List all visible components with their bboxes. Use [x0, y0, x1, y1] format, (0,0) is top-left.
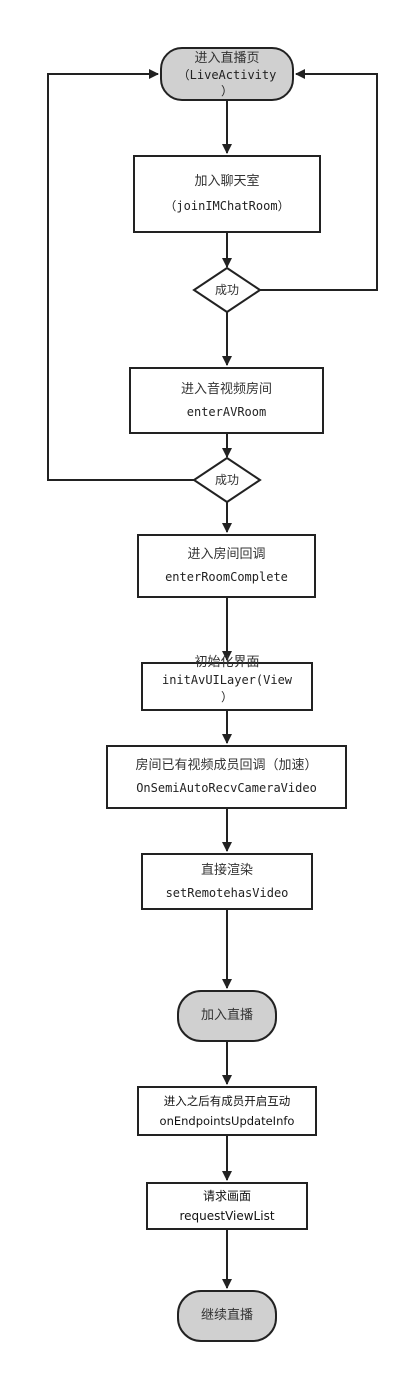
start-code: （LiveActivity — [177, 67, 277, 82]
render-title: 直接渲染 — [200, 862, 253, 878]
decision1-label: 成功 — [214, 283, 239, 297]
init-ui-code-close: ） — [220, 689, 233, 704]
continue-live-title: 继续直播 — [200, 1308, 253, 1323]
join-live-title: 加入直播 — [200, 1008, 253, 1023]
join-chatroom-code: （joinIMChatRoom） — [164, 199, 290, 213]
decision2-label: 成功 — [214, 473, 239, 487]
render-box: 直接渲染 setRemotehasVideo — [141, 853, 313, 910]
init-ui-box: 初始化界面 initAvUILayer(View ） — [141, 655, 313, 711]
camera-video-code: OnSemiAutoRecvCameraVideo — [136, 781, 317, 795]
request-view-code: requestViewList — [179, 1209, 275, 1223]
room-complete-box: 进入房间回调 enterRoomComplete — [137, 534, 316, 598]
room-complete-code: enterRoomComplete — [165, 570, 288, 584]
loop-decision1-to-start — [260, 69, 378, 291]
enter-av-room-title: 进入音视频房间 — [180, 381, 272, 397]
room-complete-title: 进入房间回调 — [187, 547, 266, 562]
continue-live-terminal: 继续直播 — [177, 1290, 277, 1342]
endpoints-title: 进入之后有成员开启互动 — [163, 1094, 291, 1108]
enter-av-room-box: 进入音视频房间 enterAVRoom — [129, 367, 324, 434]
request-view-title: 请求画面 — [202, 1189, 251, 1203]
endpoints-code: onEndpointsUpdateInfo — [159, 1114, 295, 1128]
join-live-terminal: 加入直播 — [177, 990, 277, 1042]
start-title: 进入直播页 — [194, 50, 260, 66]
join-chatroom-box: 加入聊天室 （joinIMChatRoom） — [133, 155, 321, 233]
endpoints-box: 进入之后有成员开启互动 onEndpointsUpdateInfo — [137, 1086, 317, 1136]
start-code-close: ） — [220, 83, 233, 98]
start-terminal: 进入直播页 （LiveActivity ） — [160, 47, 294, 101]
loop-decision2-to-start — [47, 69, 194, 481]
enter-av-room-code: enterAVRoom — [186, 404, 267, 419]
render-code: setRemotehasVideo — [165, 885, 289, 900]
init-ui-title: 初始化界面 — [194, 654, 260, 670]
camera-video-box: 房间已有视频成员回调（加速） OnSemiAutoRecvCameraVideo — [106, 745, 347, 809]
decision1-diamond — [192, 266, 262, 314]
decision2-diamond — [192, 456, 262, 504]
init-ui-code: initAvUILayer(View — [161, 672, 293, 687]
request-view-box: 请求画面 requestViewList — [146, 1182, 308, 1230]
join-chatroom-title: 加入聊天室 — [194, 174, 260, 189]
camera-video-title: 房间已有视频成员回调（加速） — [135, 758, 318, 773]
